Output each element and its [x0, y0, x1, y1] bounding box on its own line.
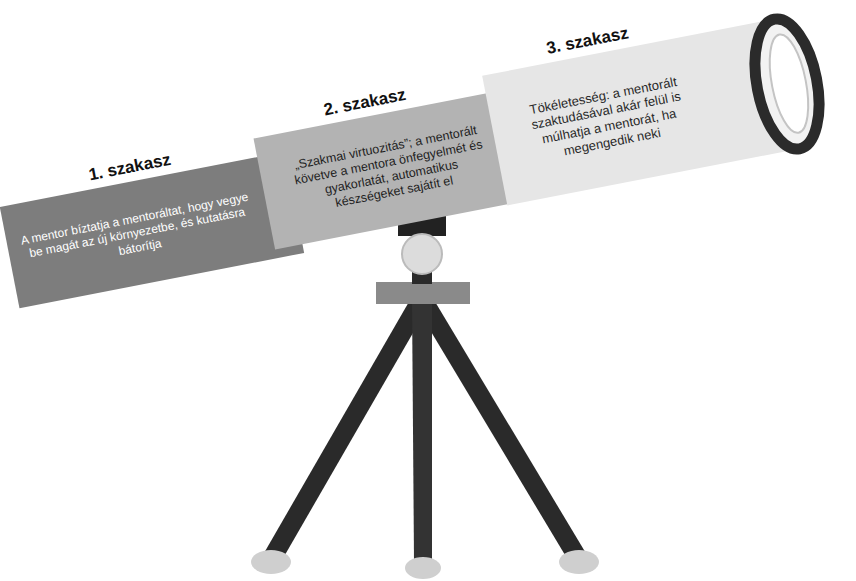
tripod-leg	[412, 300, 432, 560]
tripod-leg	[412, 300, 590, 560]
stage-description: „Szakmai virtuozitás”; a mentorált követ…	[288, 121, 492, 217]
tripod-foot	[559, 550, 599, 574]
telescope-segment: 3. szakaszTökéletesség: a mentorált szak…	[482, 19, 802, 206]
telescope-segment: 1. szakasz A mentor bíztatja a mentorálta…	[0, 152, 304, 308]
tripod-foot	[405, 557, 441, 579]
stage-heading: 3. szakasz	[545, 23, 630, 59]
stage-description: Tökéletesség: a mentorált szaktudásával …	[514, 71, 701, 166]
mount-plate	[376, 282, 470, 304]
lens-glass	[763, 31, 815, 136]
tripod-foot	[251, 550, 291, 574]
lens-ring	[745, 13, 829, 154]
mount-knob	[402, 234, 442, 274]
stage-heading: 1. szakasz	[87, 150, 172, 186]
telescope-segment: 2. szakasz„Szakmai virtuozitás”; a mento…	[254, 90, 523, 249]
tripod-leg	[260, 300, 432, 560]
stage-description: A mentor bíztatja a mentoráltat, hogy ve…	[19, 190, 255, 277]
stage-heading: 2. szakasz	[322, 85, 407, 121]
